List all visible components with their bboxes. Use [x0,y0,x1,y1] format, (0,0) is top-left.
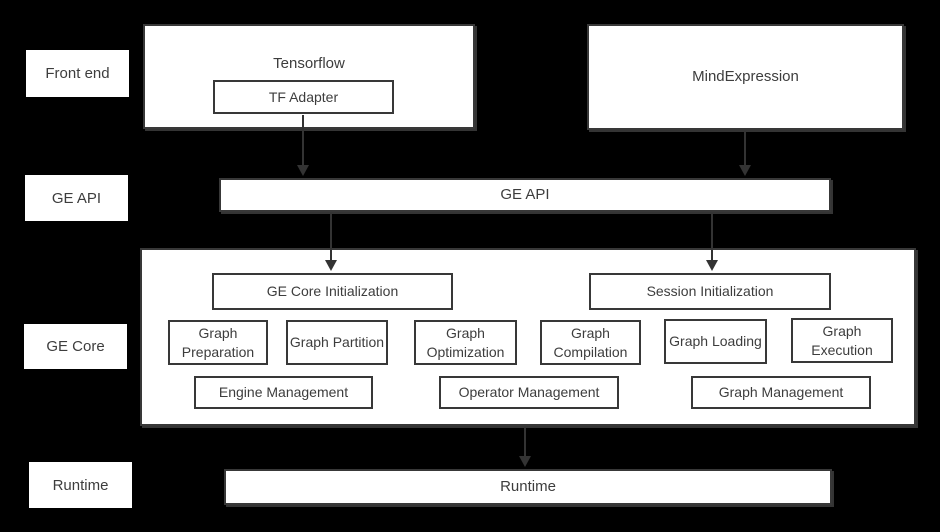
operator-management-box: Operator Management [439,376,619,409]
ge-core-initialization-box: GE Core Initialization [212,273,453,310]
arrow-line [302,115,304,165]
graph-partition-box: Graph Partition [286,320,388,365]
arrow-ge-core-to-runtime [519,427,531,467]
layer-label-ge-api: GE API [25,175,128,221]
arrow-head-icon [739,165,751,176]
tensorflow-label: Tensorflow [273,55,345,72]
session-initialization-box: Session Initialization [589,273,831,310]
graph-compilation-box: Graph Compilation [540,320,641,365]
graph-execution-box: Graph Execution [791,318,893,363]
mindexpression-box: MindExpression [587,24,904,130]
ge-api-bar: GE API [219,178,831,212]
arrow-ge-api-to-session-init [706,213,718,271]
graph-management-box: Graph Management [691,376,871,409]
graph-optimization-box: Graph Optimization [414,320,517,365]
runtime-bar: Runtime [224,469,832,505]
engine-management-box: Engine Management [194,376,373,409]
graph-loading-box: Graph Loading [664,319,767,364]
tf-adapter-box: TF Adapter [213,80,394,114]
arrow-tf-adapter-to-ge-api [297,115,309,176]
graph-preparation-box: Graph Preparation [168,320,268,365]
ge-core-box: GE Core Initialization Session Initializ… [140,248,916,426]
arrow-head-icon [297,165,309,176]
layer-label-front-end: Front end [26,50,129,97]
layer-label-ge-core: GE Core [24,324,127,369]
tensorflow-box: Tensorflow TF Adapter [143,24,475,129]
arrow-head-icon [325,260,337,271]
arrow-line [524,427,526,456]
arrow-ge-api-to-ge-core-init [325,213,337,271]
arrow-head-icon [706,260,718,271]
layer-label-runtime: Runtime [29,462,132,508]
arrow-line [744,131,746,165]
arrow-mindexpression-to-ge-api [739,131,751,176]
arrow-line [330,213,332,260]
arrow-line [711,213,713,260]
arrow-head-icon [519,456,531,467]
